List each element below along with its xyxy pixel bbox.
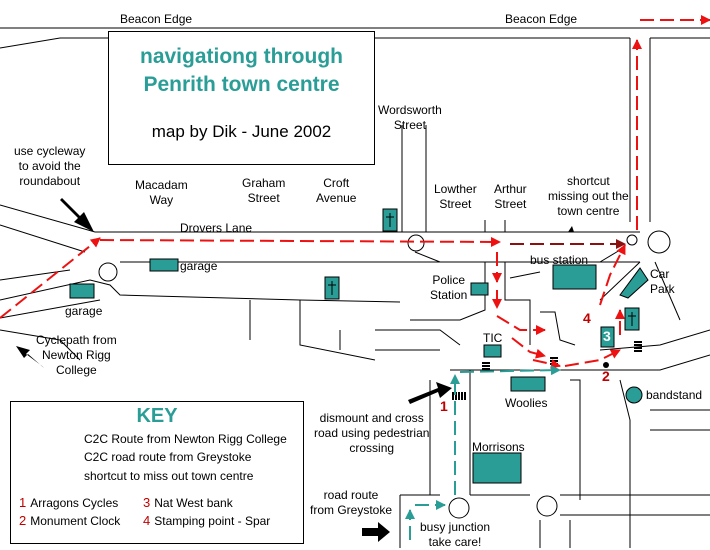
road-network bbox=[0, 27, 710, 548]
label-garage-left: garage bbox=[65, 304, 103, 318]
roundabout-east bbox=[647, 230, 671, 254]
pointer-cyclepath bbox=[16, 346, 44, 368]
label-tic: TIC bbox=[483, 331, 503, 345]
tic-building bbox=[483, 344, 502, 358]
label-car-park: Car Park bbox=[650, 267, 675, 296]
bandstand-building bbox=[625, 386, 643, 404]
map-credit: map by Dik - June 2002 bbox=[151, 122, 332, 141]
garage-left-building bbox=[69, 283, 95, 299]
monument-clock-dot bbox=[603, 362, 609, 368]
title-line-2: Penrith town centre bbox=[143, 73, 340, 96]
key-item-1-label: Arragons Cycles bbox=[30, 496, 119, 510]
key-title: KEY bbox=[136, 405, 178, 427]
garage-mid-building bbox=[149, 258, 179, 272]
key-item-4-label: Stamping point - Spar bbox=[154, 514, 271, 528]
pointer-dismount bbox=[408, 382, 452, 404]
street-wordsworth: Wordsworth Street bbox=[378, 103, 442, 132]
key-item-4-num: 4 bbox=[143, 513, 151, 528]
key-item-2-label: Monument Clock bbox=[30, 514, 121, 528]
key-item-1-num: 1 bbox=[19, 495, 27, 510]
pointer-arrows bbox=[16, 198, 574, 542]
roundabout-small bbox=[626, 234, 638, 246]
key-route-maroon: shortcut to miss out town centre bbox=[84, 469, 254, 483]
street-lowther: Lowther Street bbox=[434, 182, 477, 211]
note-dismount: dismount and cross road using pedestrian… bbox=[314, 411, 430, 455]
key-item-2-num: 2 bbox=[19, 513, 27, 528]
marker-4: 4 bbox=[583, 310, 591, 326]
note-cycleway: use cycleway to avoid the roundabout bbox=[14, 144, 86, 188]
roundabout-wordsworth bbox=[407, 234, 425, 252]
roundabout-south bbox=[448, 497, 470, 519]
c2c-route-red bbox=[0, 15, 710, 369]
greystoke-route-teal bbox=[405, 365, 561, 540]
note-road-route: road route from Greystoke bbox=[310, 488, 393, 517]
street-graham: Graham Street bbox=[242, 176, 286, 205]
key-route-red: C2C Route from Newton Rigg College bbox=[84, 432, 287, 446]
pointer-cycleway bbox=[60, 198, 94, 232]
label-garage-mid: garage bbox=[180, 259, 218, 273]
roundabout-west bbox=[98, 262, 118, 282]
pointer-shortcut bbox=[568, 226, 574, 232]
roundabout-southeast bbox=[536, 495, 558, 517]
label-morrisons: Morrisons bbox=[472, 440, 525, 454]
police-station-building bbox=[470, 282, 489, 296]
morrisons-building bbox=[472, 452, 522, 484]
church-crosses bbox=[328, 213, 636, 326]
title-line-1: navigationg through bbox=[140, 45, 343, 68]
car-park-building bbox=[619, 267, 649, 299]
key-item-3-label: Nat West bank bbox=[154, 496, 233, 510]
key-box: KEY C2C Route from Newton Rigg College C… bbox=[10, 401, 304, 544]
label-bus-station: bus station bbox=[530, 253, 589, 267]
nat-west-building bbox=[600, 326, 615, 348]
street-macadam: Macadam Way bbox=[135, 178, 188, 207]
title-box: navigationg through Penrith town centre … bbox=[108, 31, 375, 165]
label-woolies: Woolies bbox=[505, 396, 548, 410]
bus-station-building bbox=[552, 264, 597, 290]
street-beacon-edge-left: Beacon Edge bbox=[120, 12, 193, 26]
label-bandstand: bandstand bbox=[646, 388, 703, 402]
marker-2: 2 bbox=[602, 368, 610, 384]
key-item-3-num: 3 bbox=[143, 495, 151, 510]
street-arthur: Arthur Street bbox=[494, 182, 527, 211]
label-police-station: Police Station bbox=[430, 273, 468, 302]
note-shortcut: shortcut missing out the town centre bbox=[548, 174, 629, 218]
marker-3: 3 bbox=[603, 328, 611, 344]
marker-1: 1 bbox=[440, 398, 448, 414]
note-cyclepath: Cyclepath from Newton Rigg College bbox=[36, 333, 117, 377]
note-busy-junction: busy junction take care! bbox=[420, 520, 491, 550]
street-drovers-lane: Drovers Lane bbox=[180, 221, 253, 235]
woolies-building bbox=[510, 376, 546, 392]
key-route-teal: C2C road route from Greystoke bbox=[84, 450, 252, 464]
street-croft: Croft Avenue bbox=[316, 176, 357, 205]
pointer-road-route bbox=[362, 522, 390, 542]
roundabouts bbox=[98, 230, 671, 519]
buildings bbox=[69, 208, 649, 484]
street-beacon-edge-right: Beacon Edge bbox=[505, 12, 578, 26]
